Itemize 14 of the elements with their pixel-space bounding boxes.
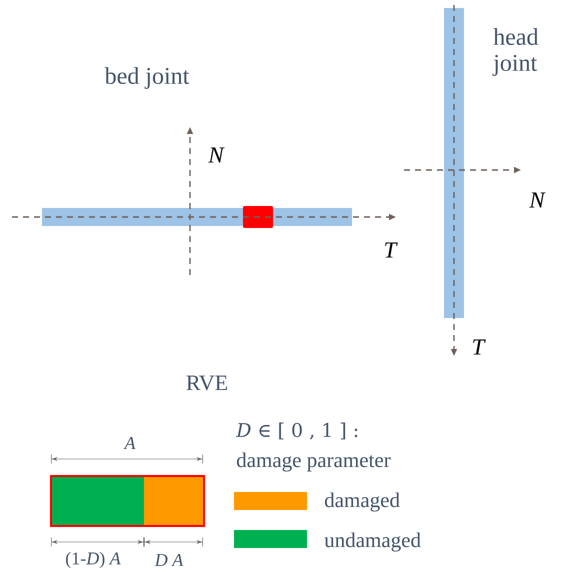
caption-text: head joint	[492, 28, 538, 76]
parameter-text: D ∈ [ 0 , 1 ] :	[236, 422, 358, 440]
caption-text: bed joint	[104, 67, 190, 89]
legend-text: damaged	[324, 492, 400, 512]
legend-text: undamaged	[324, 532, 421, 552]
axis-label: N	[529, 192, 546, 208]
axis-label: T	[473, 339, 486, 355]
axis-label: T	[385, 242, 398, 258]
dimension-label: D A	[154, 554, 184, 566]
caption-text: RVE	[186, 376, 228, 390]
axis-label: N	[208, 147, 225, 163]
dimension-label: (1-D) A	[66, 552, 121, 568]
parameter-text: damage parameter	[236, 452, 391, 472]
dimension-label: A	[124, 437, 136, 449]
